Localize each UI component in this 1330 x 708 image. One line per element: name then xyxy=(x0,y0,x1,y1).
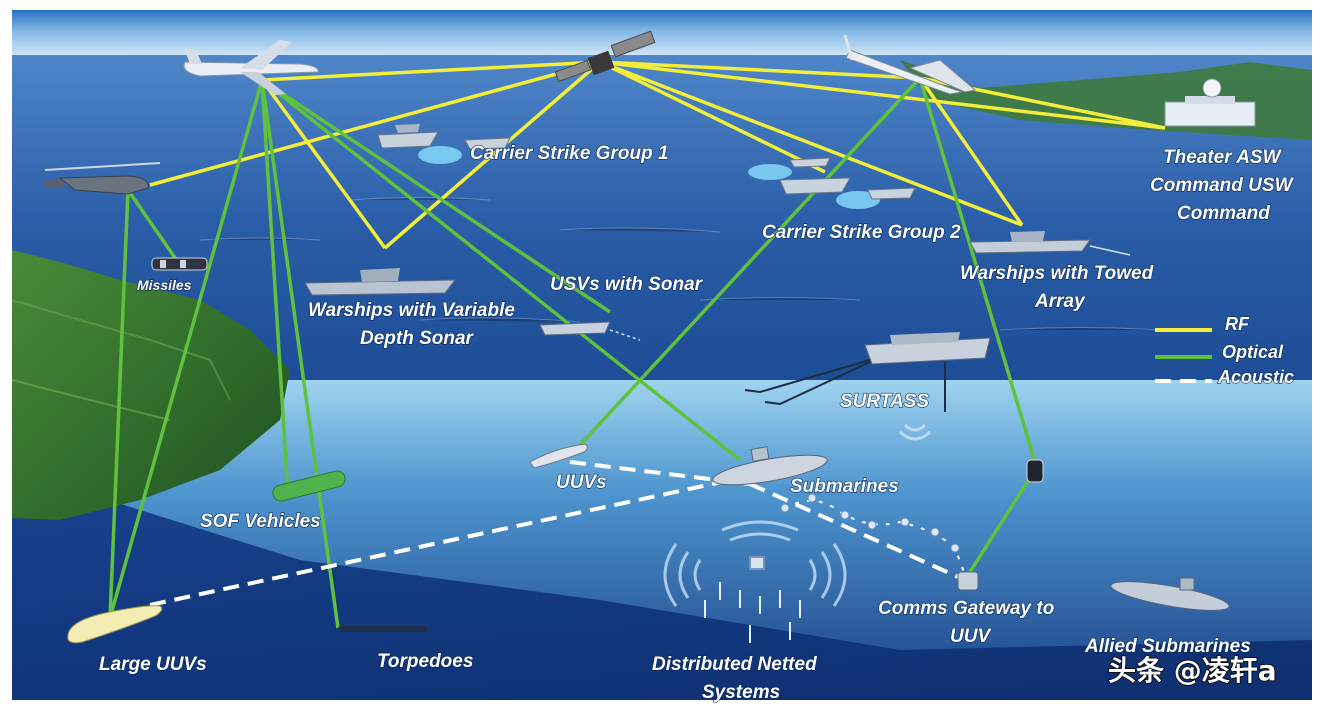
watermark: 头条 @凌轩a xyxy=(1108,654,1277,687)
label-usv: USVs with Sonar xyxy=(550,274,704,295)
uuv-icon xyxy=(529,443,588,469)
label-towed-2: Array xyxy=(1034,291,1086,312)
missiles-icon xyxy=(151,257,208,271)
satellite-icon xyxy=(554,30,656,83)
p8-aircraft-icon xyxy=(183,40,319,95)
torpedo-icon xyxy=(338,626,428,632)
label-sof: SOF Vehicles xyxy=(200,511,321,532)
label-theater-3: Command xyxy=(1177,203,1270,224)
legend: RF Optical Acoustic xyxy=(1155,313,1295,388)
label-vds-2: Depth Sonar xyxy=(360,328,475,349)
label-gateway-2: UUV xyxy=(950,626,991,647)
label-missiles: Missiles xyxy=(137,277,192,293)
uav-icon xyxy=(843,34,977,95)
label-dns-2: Systems xyxy=(702,682,780,703)
label-dns-1: Distributed Netted xyxy=(652,654,817,675)
label-towed-1: Warships with Towed xyxy=(960,263,1154,284)
legend-acoustic-label: Acoustic xyxy=(1217,367,1294,387)
submarine-icon xyxy=(712,446,828,486)
legend-optical-label: Optical xyxy=(1222,342,1284,362)
label-theater-1: Theater ASW xyxy=(1163,147,1283,168)
label-submarines: Submarines xyxy=(790,476,899,497)
label-csg2: Carrier Strike Group 2 xyxy=(762,222,961,243)
shore-station-icon xyxy=(1164,78,1256,127)
allied-submarine-icon xyxy=(1110,577,1230,611)
carrier-group-2-ships xyxy=(748,157,916,209)
legend-rf-label: RF xyxy=(1225,314,1250,334)
label-theater-2: Command USW xyxy=(1150,175,1295,196)
diagram-labels: Carrier Strike Group 1 Carrier Strike Gr… xyxy=(98,142,1295,703)
label-allied: Allied Submarines xyxy=(1084,636,1251,657)
rf-links xyxy=(149,60,1166,250)
label-surtass: SURTASS xyxy=(840,391,929,412)
carrier-group-1-ships xyxy=(377,124,511,164)
label-csg1: Carrier Strike Group 1 xyxy=(470,143,669,164)
surtass-ship-icon xyxy=(744,332,991,412)
large-uuv-icon xyxy=(67,605,163,644)
label-torpedoes: Torpedoes xyxy=(377,651,473,672)
optical-links xyxy=(108,76,1037,629)
gateway-buoy-icon xyxy=(957,459,1044,591)
helicopter-icon xyxy=(42,162,161,195)
distributed-sensors xyxy=(704,556,801,643)
vds-warship-icon xyxy=(304,268,457,296)
label-vds-1: Warships with Variable xyxy=(308,300,515,321)
label-gateway-1: Comms Gateway to xyxy=(878,598,1054,619)
gateway-chain xyxy=(780,493,966,576)
usv-icon xyxy=(539,321,641,341)
sof-vehicle-icon xyxy=(272,470,346,502)
sonar-arcs xyxy=(663,423,932,607)
label-large-uuvs: Large UUVs xyxy=(99,654,207,675)
label-uuvs: UUVs xyxy=(556,472,607,493)
towed-array-warship-icon xyxy=(969,231,1131,256)
